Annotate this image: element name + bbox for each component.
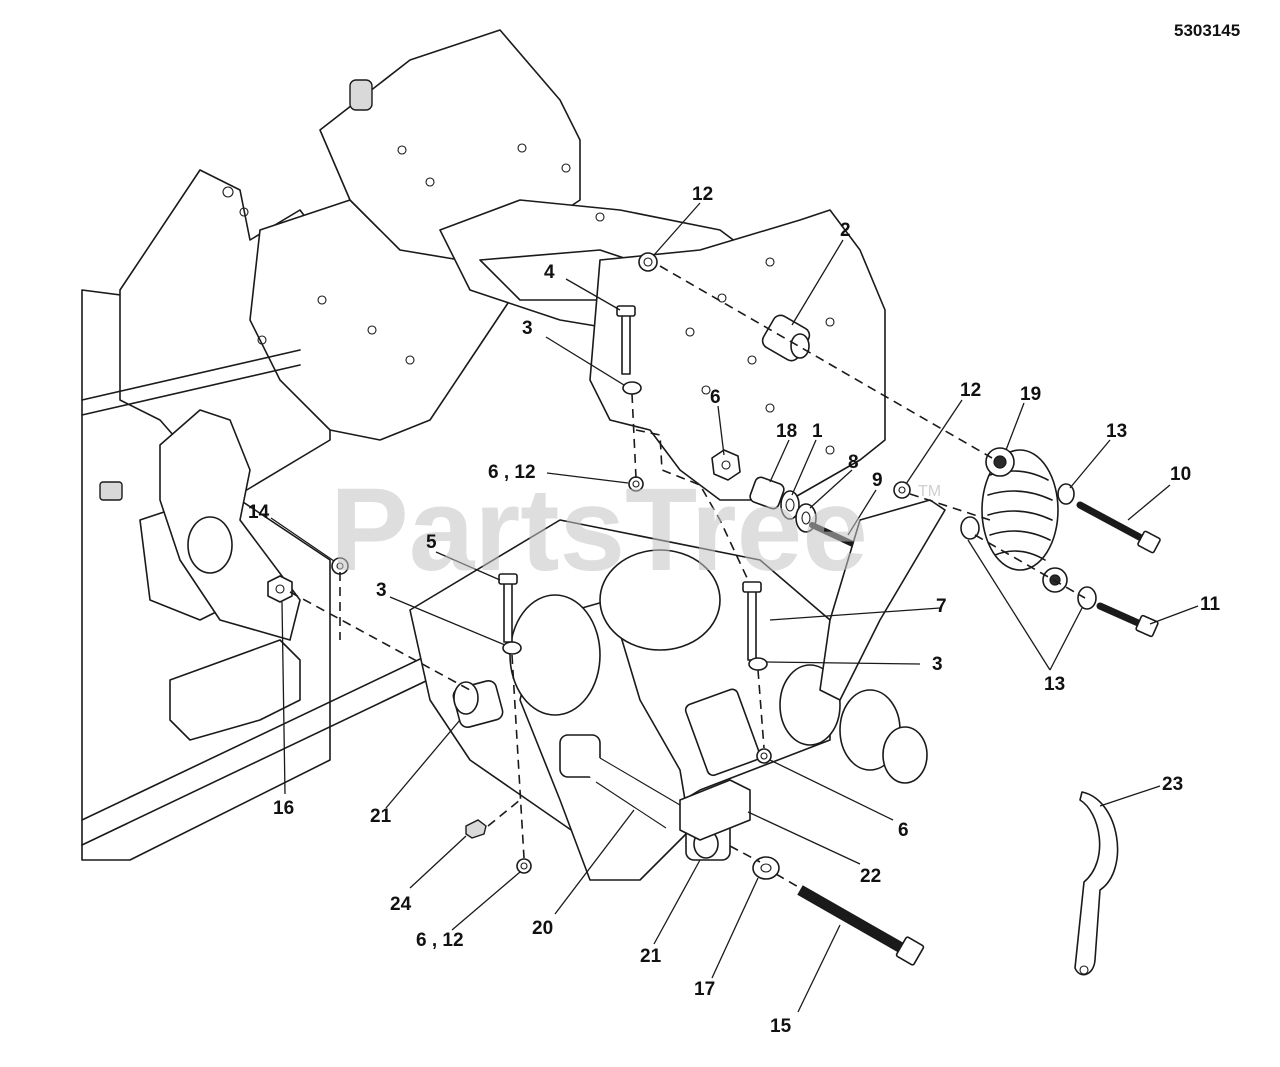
leader-lines [270,202,1199,1013]
bushing-21-upper [452,679,504,729]
document-number: 5303145 [1174,21,1240,40]
callout-13: 13 [1106,421,1127,442]
callout-3: 3 [522,318,533,339]
watermark-trademark: TM [918,483,941,500]
washer-1 [780,490,800,520]
grease-fitting-24 [465,819,487,839]
bolt-10 [1076,501,1161,554]
callout-20: 20 [532,918,553,939]
callout-5: 5 [426,532,437,553]
washer-13-c [1077,586,1097,610]
callout-14: 14 [248,502,270,523]
callout-18: 18 [776,421,797,442]
callout-1: 1 [812,421,823,442]
callout-15: 15 [770,1016,792,1037]
bushing-18 [749,476,785,510]
watermark: PartsTree [330,464,868,596]
callout-3: 3 [932,654,943,675]
assembly-dashed-lines [289,265,1086,889]
callout-9: 9 [872,470,883,491]
callout-labels: 12 2 4 3 6 18 1 8 12 19 13 10 6 , 12 9 1… [248,184,1221,1037]
callout-7: 7 [936,596,947,617]
callout-11: 11 [1200,594,1221,615]
callout-6-12: 6 , 12 [488,462,536,483]
nut-16 [267,575,293,603]
washer-13-a [1057,483,1075,505]
callout-6: 6 [710,387,721,408]
callout-24: 24 [390,894,412,915]
spanner-wrench-23 [1074,791,1119,976]
callout-13: 13 [1044,674,1065,695]
bolt-15 [797,885,925,966]
callout-8: 8 [848,452,859,473]
callout-6-12: 6 , 12 [416,930,464,951]
callout-21: 21 [370,806,392,827]
washer-3-top [622,381,642,395]
washer-3-left [502,641,522,655]
bolt-11 [1096,602,1159,638]
washer-13-b [960,516,980,540]
washer-3-right [748,657,768,671]
callout-21: 21 [640,946,662,967]
callout-3: 3 [376,580,387,601]
callout-2: 2 [840,220,851,241]
callout-6: 6 [898,820,909,841]
bolt-4 [616,305,636,375]
callout-12: 12 [692,184,713,205]
callout-22: 22 [860,866,881,887]
bolt-9 [809,522,858,548]
nut-12-mid [893,481,911,499]
callout-23: 23 [1162,774,1183,795]
plate-22 [679,779,751,841]
nut-6-lower [756,748,772,764]
callout-16: 16 [273,798,294,819]
callout-19: 19 [1020,384,1041,405]
callout-17: 17 [694,979,715,1000]
callout-12: 12 [960,380,981,401]
bushing-20 [559,734,682,829]
nut-6-12-lower [516,858,532,874]
nut-12-top [638,252,658,272]
callout-10: 10 [1170,464,1191,485]
shock-absorber-19 [981,447,1068,593]
callout-4: 4 [544,262,555,283]
mounting-bracket [589,209,886,501]
